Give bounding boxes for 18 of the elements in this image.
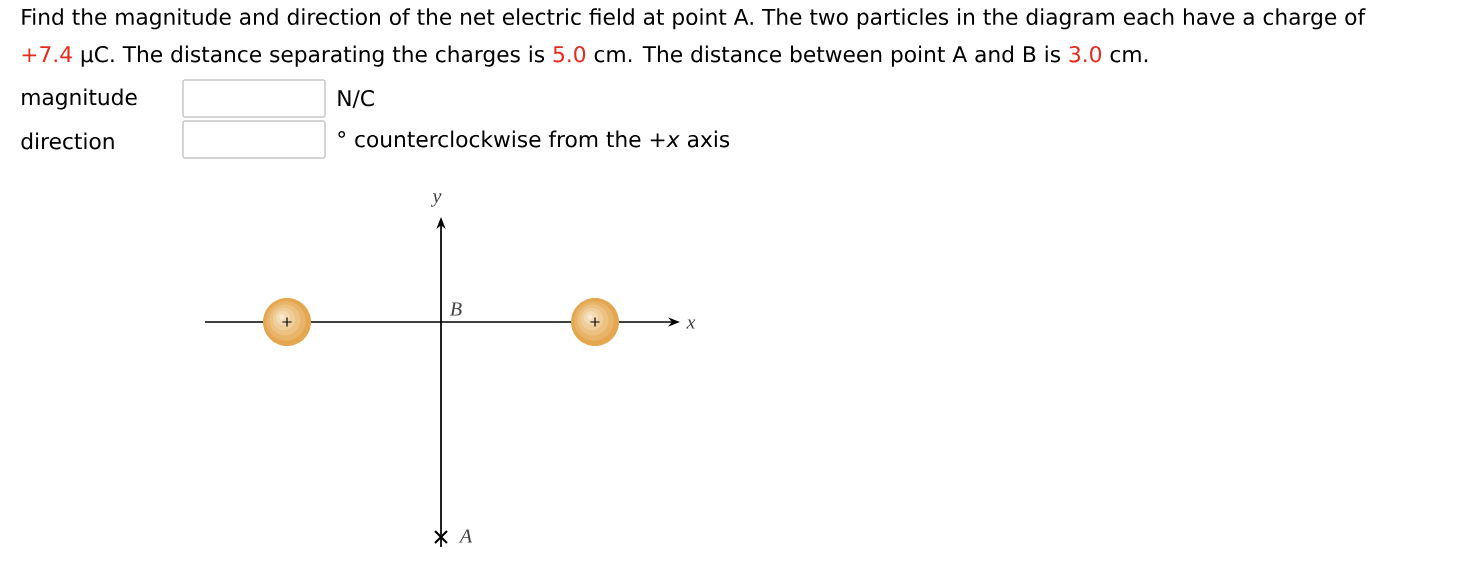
label: cm. [1110,49,1148,63]
charged-sphere: + [263,298,311,346]
label: μC. The distance separating the charges is [81,45,545,67]
unit-label: ° counterclockwise from the +x axis [338,130,730,148]
point-label: A [458,529,473,543]
axis-label: y [430,193,442,207]
point-label: B [450,302,462,316]
label: 3.0 [1069,45,1102,63]
unit-label: N/C [338,89,374,109]
field-label: direction [21,132,114,150]
label: cm. The distance between point A and B is [594,45,1061,67]
label: +7.4 [22,46,72,63]
axis-label: x [686,319,696,329]
charged-sphere: + [571,298,619,346]
label: 5.0 [553,45,586,63]
field-label: magnitude [22,88,137,110]
label: Find the magnitude and direction of the net electric field at point A. The two particles in the diagram each have a charge of [22,8,1366,30]
question-text: Find the magnitude and direction of the net electric field at point A. The two particles in the diagram each have a charge of +7.4 μC. The distance separating the charges is 5.0 cm. The distance between point A and B is 3.0 cm. [22,8,1366,67]
